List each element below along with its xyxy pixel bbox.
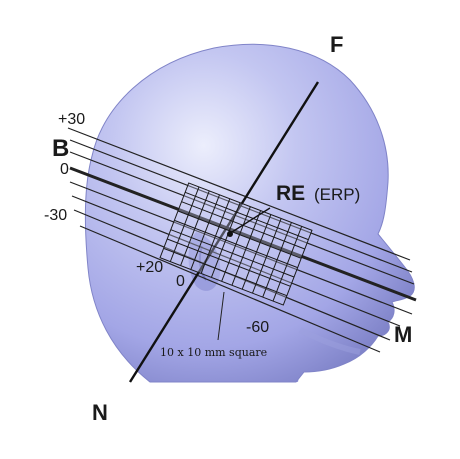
label-plus20: +20 [136,259,163,276]
label-minus60: -60 [246,319,269,336]
label-n: N [92,400,108,425]
label-erp: (ERP) [314,185,360,204]
label-re: RE [276,182,305,205]
label-f: F [330,32,343,57]
label-m: M [394,322,412,347]
label-zero-mid: 0 [176,273,185,290]
label-minus30: -30 [44,207,67,224]
grid-note: 10 x 10 mm square [160,346,267,359]
label-b: B [52,135,69,162]
label-zero-left: 0 [60,161,69,178]
label-plus30: +30 [58,111,85,128]
